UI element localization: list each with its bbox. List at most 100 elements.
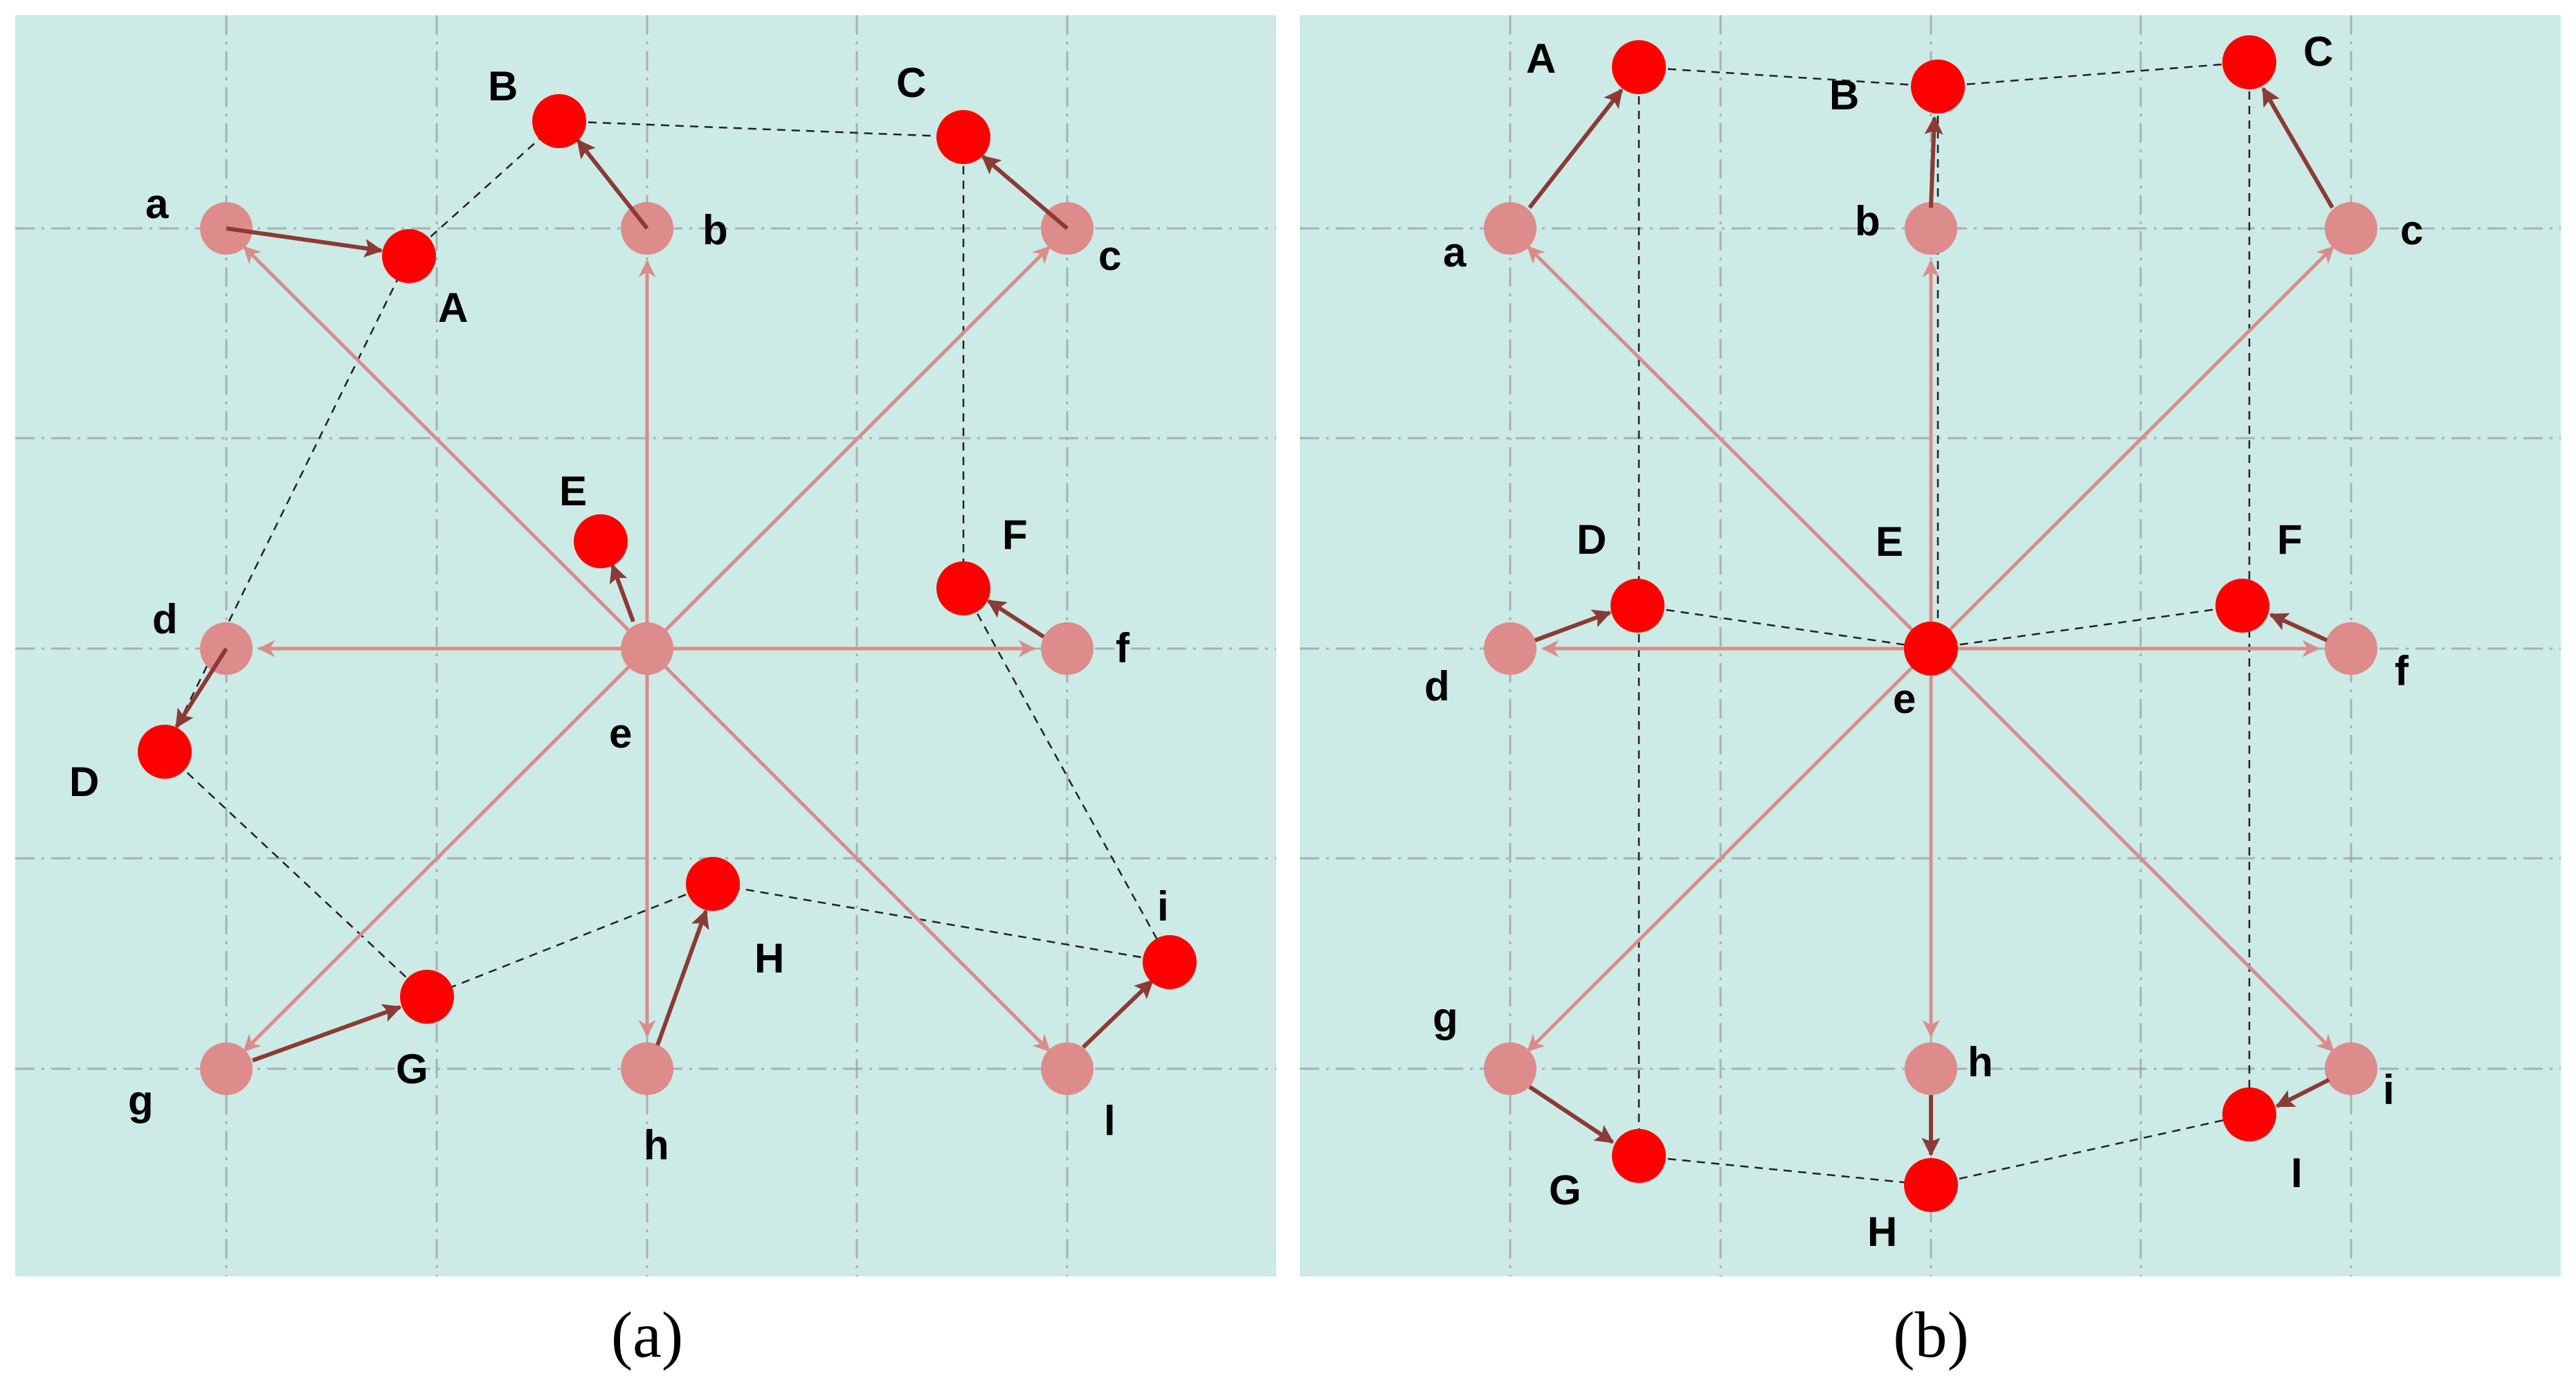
arrow-e-l [646,647,1051,1052]
panel-a: a b c d e f g h l A B C D E F G H i (a) [15,15,1276,1371]
node-label: A [1526,35,1556,82]
moved-node [936,561,990,615]
node-label: H [1867,1209,1897,1255]
node-label: D [1577,516,1606,563]
original-node [2325,622,2377,675]
offset-arrow-f-F [986,599,1045,639]
node-label: f [1116,625,1130,671]
moved-node [532,94,586,148]
offset-arrow-a-A [1527,88,1624,209]
node-label: d [1424,663,1450,709]
node-label: F [1002,512,1028,558]
link-F-i [962,588,1171,963]
panel-b-displacement-arrows [1527,246,2334,1052]
offset-arrow-h-H [655,909,709,1047]
original-node [1041,1042,1094,1095]
offset-arrow-b-B [576,138,649,230]
moved-node [400,970,454,1024]
moved-node [1611,579,1665,633]
node-label: h [1968,1039,1993,1085]
node-label: e [1893,676,1916,722]
panel-a-displacement-arrows [243,246,1051,1052]
moved-node [1904,622,1958,676]
arrow-e-i [1930,647,2334,1052]
node-label: C [896,60,926,106]
node-label: h [644,1122,669,1168]
node-label: i [1157,883,1169,930]
moved-node [1911,60,1965,114]
node-label: B [1829,72,1859,118]
panel-b-moved-nodes [1611,35,2276,1212]
arrow-e-c [1930,246,2334,650]
link-H-I [1930,1113,2250,1186]
arrow-e-c [646,246,1051,650]
moved-node [2215,579,2269,633]
offset-arrow-d-D [174,647,228,729]
offset-arrow-d-D [1534,609,1612,642]
original-node [1484,622,1536,675]
link-D-E [1637,604,1932,650]
node-label: F [2277,516,2303,563]
node-label: A [438,284,468,331]
link-H-G [426,883,714,998]
moved-node [2222,1087,2276,1141]
node-label: H [754,935,784,982]
node-label: E [559,468,587,514]
original-node [621,622,673,675]
node-label: E [1876,518,1903,565]
moved-node [686,857,740,911]
node-label: i [2383,1067,2395,1113]
node-label: D [69,759,99,805]
moved-node [2222,35,2276,89]
offset-arrow-g-G [251,1004,402,1063]
node-label: a [1443,229,1467,275]
original-node [621,1042,673,1095]
panel-b-caption: (b) [1893,1299,1969,1371]
offset-arrow-i-I [2275,1078,2330,1108]
link-i-H [712,883,1170,964]
node-label: G [1549,1167,1581,1213]
arrow-e-a [1527,246,1932,650]
moved-node [574,514,628,568]
node-label: l [1104,1098,1116,1144]
link-G-D [164,751,428,997]
original-node [1041,622,1094,675]
node-label: c [2400,207,2423,253]
node-label: b [1855,198,1880,244]
node-label: a [145,181,169,227]
original-node [1905,202,1957,255]
link-E-F [1930,604,2243,650]
node-label: C [2303,28,2333,75]
node-label: b [702,207,728,253]
original-node [1484,1042,1536,1095]
node-label: c [1098,233,1121,279]
moved-node [382,229,436,283]
panel-b-labels: a b c d e f g h i A B C D E F G H I [1424,28,2423,1255]
original-node [1484,202,1536,255]
original-node [2325,1042,2377,1095]
arrow-e-g [1527,647,1932,1052]
panel-b-offset-arrows [1527,87,2334,1157]
link-A-B [408,120,560,257]
offset-arrow-b-B [1924,116,1943,208]
offset-arrow-c-C [981,154,1069,230]
arrow-e-g [243,647,648,1052]
panel-a-caption: (a) [611,1299,683,1371]
original-node [2325,202,2377,255]
node-label: d [152,596,178,642]
panel-b-original-nodes [1484,202,2377,1095]
offset-arrow-g-G [1528,1085,1615,1144]
original-node [1905,1042,1957,1095]
link-A-B [1638,66,1939,88]
moved-node [1143,935,1197,989]
panel-a-offset-arrows [174,138,1154,1063]
node-label: B [488,63,518,109]
node-label: g [1433,994,1458,1040]
moved-node [138,725,192,779]
offset-arrow-f-F [2269,613,2328,642]
panel-a-links [163,120,1171,998]
original-node [200,1042,253,1095]
offset-arrow-l-i [1081,979,1154,1049]
node-label: f [2395,648,2409,694]
moved-node [1904,1158,1958,1212]
